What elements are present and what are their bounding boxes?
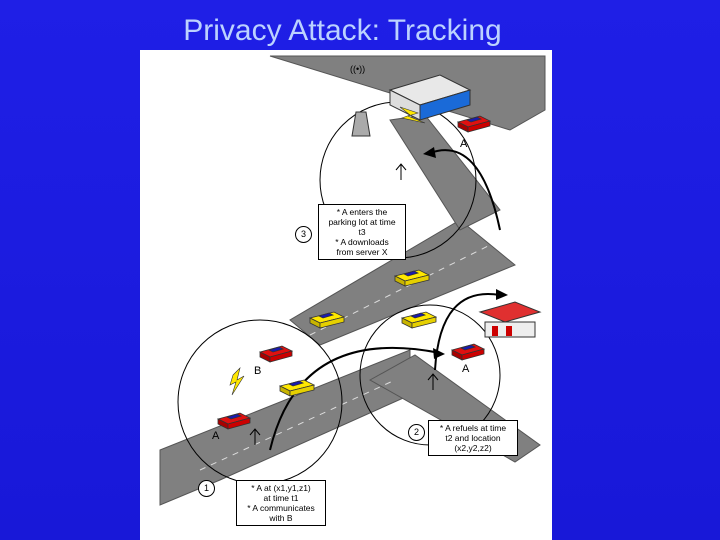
step-number: 1	[198, 480, 215, 497]
radio-tower-icon: ((•))	[350, 64, 371, 137]
car-a-label: A	[462, 363, 470, 375]
step-note-line: (x2,y2,z2)	[454, 443, 492, 453]
lane-dashes-2	[309, 244, 491, 336]
car-icon	[216, 115, 492, 430]
gas-station-icon	[478, 301, 542, 338]
step-note: * A enters the parking lot at time t3 * …	[318, 204, 406, 260]
step-note-line: with B	[269, 513, 293, 523]
lightning-icon	[229, 367, 245, 396]
tracking-diagram: ((•))	[140, 50, 552, 540]
step-note-line: t2 and location	[445, 433, 501, 443]
step-number: 3	[295, 226, 312, 243]
step-note-line: t3	[358, 227, 366, 237]
step-note-line: * A communicates	[247, 503, 315, 513]
road-map: ((•))	[159, 55, 546, 506]
step-number: 2	[408, 424, 425, 441]
slide-title: Privacy Attack: Tracking	[183, 14, 502, 47]
step-note-line: * A downloads	[335, 237, 389, 247]
car-a-label: A	[460, 138, 468, 150]
car-a-label: A	[212, 430, 220, 442]
step-note-line: from server X	[336, 247, 388, 257]
antenna-icon	[249, 163, 439, 445]
step-note: * A at (x1,y1,z1) at time t1 * A communi…	[236, 480, 326, 526]
road-upper	[389, 114, 501, 231]
lightning-icon	[399, 106, 426, 124]
step-note-line: * A enters the	[336, 207, 388, 217]
step-note-line: at time t1	[263, 493, 299, 503]
svg-text:((•)): ((•))	[350, 64, 365, 74]
step-note: * A refuels at time t2 and location (x2,…	[428, 420, 518, 456]
step-note-line: * A at (x1,y1,z1)	[251, 483, 311, 493]
step-note-line: parking lot at time	[328, 217, 396, 227]
step-note-line: * A refuels at time	[439, 423, 507, 433]
car-b-label: B	[254, 365, 262, 377]
